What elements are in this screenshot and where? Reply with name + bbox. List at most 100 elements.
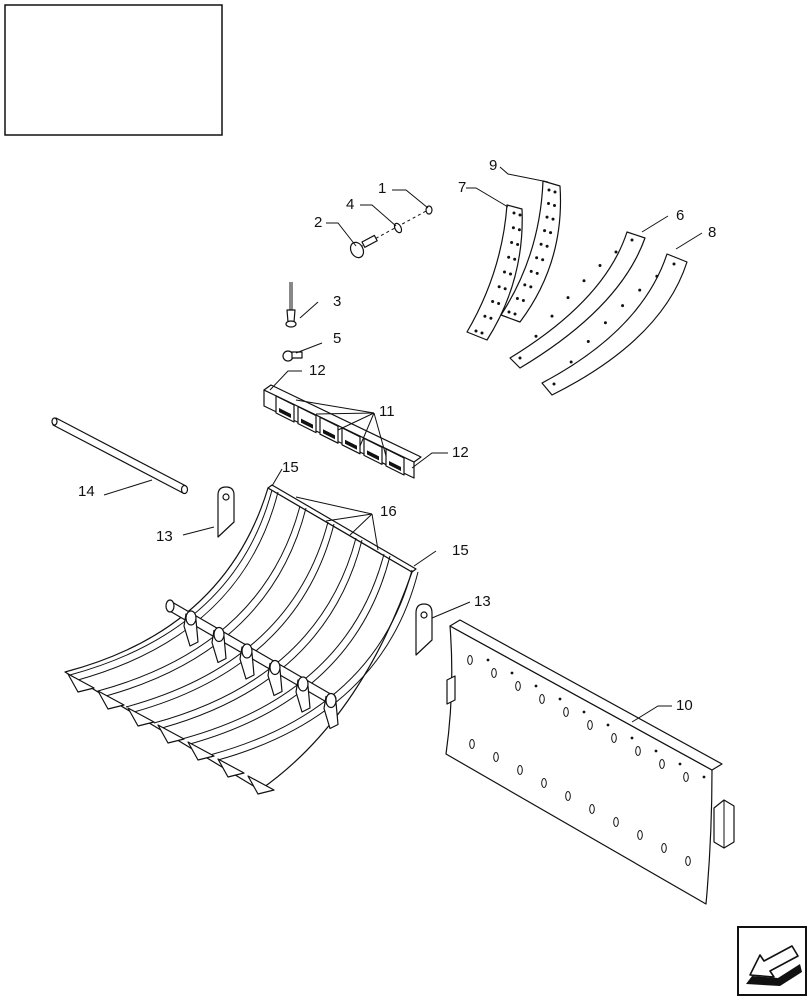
shaft-collar <box>269 659 281 676</box>
strip-hole <box>517 228 521 232</box>
bar-hole <box>569 360 573 364</box>
callout-2: 2 <box>314 214 322 231</box>
part-bolt-assembly <box>349 205 433 259</box>
leader-lines <box>103 166 703 723</box>
strip-hole <box>489 316 493 320</box>
plate-slot <box>685 856 691 866</box>
grid-shaft-cams <box>183 610 339 730</box>
grid-tooth <box>187 741 215 761</box>
rib <box>97 505 301 692</box>
bar-hole <box>534 334 538 338</box>
strip-hole <box>553 204 557 208</box>
strip-hole <box>547 202 551 206</box>
plate-hole <box>702 775 706 779</box>
plate-slot <box>635 746 641 756</box>
grid-tooth <box>157 724 185 744</box>
strip-hole <box>541 258 545 262</box>
rib <box>161 539 363 729</box>
bar-hole <box>621 304 625 308</box>
strip-hole <box>513 257 517 261</box>
callout-7: 7 <box>458 179 466 196</box>
part-shaft-rod <box>51 417 189 495</box>
next-page-arrow-icon[interactable] <box>737 926 807 996</box>
strip-hole <box>543 229 547 233</box>
callout-10: 10 <box>676 697 693 714</box>
strip-hole <box>491 300 495 303</box>
plate-slot <box>515 681 521 691</box>
callout-9: 9 <box>489 157 497 174</box>
rib <box>133 523 335 713</box>
strip-hole <box>511 226 515 230</box>
strip-hole <box>545 244 549 248</box>
callout-6: 6 <box>676 207 684 224</box>
strip-hole <box>535 271 539 275</box>
grid-tooth <box>247 775 275 795</box>
plate-slot <box>661 843 667 853</box>
strip-hole <box>507 310 511 314</box>
rib <box>153 537 357 724</box>
bar-hole <box>582 279 586 283</box>
strip-hole <box>480 331 484 335</box>
callouts: 1 4 2 3 5 9 7 6 8 12 11 12 14 15 16 13 1… <box>78 157 716 714</box>
rib <box>217 571 419 761</box>
strip-hole <box>539 242 543 246</box>
shaft-collar <box>297 676 309 692</box>
plate-slot <box>589 804 595 814</box>
plates-11 <box>275 395 405 476</box>
strip-hole <box>553 190 557 194</box>
callout-13-left: 13 <box>156 528 173 545</box>
grid-tooth <box>217 758 245 778</box>
bar-hole <box>614 250 618 254</box>
callout-1: 1 <box>378 180 386 197</box>
plate-hole <box>630 736 634 740</box>
strip-hole <box>535 256 539 260</box>
plate-slot <box>563 707 569 717</box>
callout-3: 3 <box>333 293 341 310</box>
part-curved-bar-8 <box>541 253 688 396</box>
strip-hole <box>474 329 478 333</box>
plate-slot <box>467 655 473 665</box>
bar-hole <box>598 264 602 268</box>
callout-8: 8 <box>708 224 716 241</box>
part-tab-13-left <box>217 486 235 538</box>
rib <box>209 569 413 756</box>
strip-hole <box>551 217 555 221</box>
strip-hole <box>516 243 520 246</box>
strip-7-holes <box>474 211 522 335</box>
strip-hole <box>523 283 527 287</box>
plate-hole <box>534 684 538 688</box>
grid-tooth <box>67 673 95 693</box>
callout-12-top: 12 <box>309 362 326 379</box>
plate-hole <box>654 749 658 753</box>
callout-16: 16 <box>380 503 397 520</box>
plate-hole <box>558 697 562 701</box>
strip-hole <box>497 285 501 289</box>
bar-hole <box>672 262 676 266</box>
plate-slot <box>469 739 475 749</box>
callout-12-bottom: 12 <box>452 444 469 461</box>
plate-hole <box>582 710 586 714</box>
bar-hole <box>552 382 556 386</box>
concave-teeth <box>67 673 275 795</box>
plate-slot <box>541 778 547 788</box>
plate-hole <box>678 762 682 766</box>
strip-hole <box>529 269 533 273</box>
plate-hole <box>510 671 514 675</box>
bar-hole <box>518 356 522 360</box>
concave-ribs <box>69 489 419 761</box>
callout-15-top: 15 <box>282 459 299 476</box>
strip-hole <box>529 285 533 289</box>
bar-hole <box>603 321 607 325</box>
shaft-collar <box>241 643 253 659</box>
strip-hole <box>512 211 516 215</box>
part-curved-strip-9 <box>500 180 562 323</box>
callout-13-right: 13 <box>474 593 491 610</box>
plate-slot <box>683 772 689 782</box>
plate-slot <box>659 759 665 769</box>
plate-slot <box>613 817 619 827</box>
title-box <box>4 4 223 136</box>
callout-14: 14 <box>78 483 95 500</box>
bar-hole <box>638 288 642 292</box>
part-concave-grid <box>64 484 417 791</box>
